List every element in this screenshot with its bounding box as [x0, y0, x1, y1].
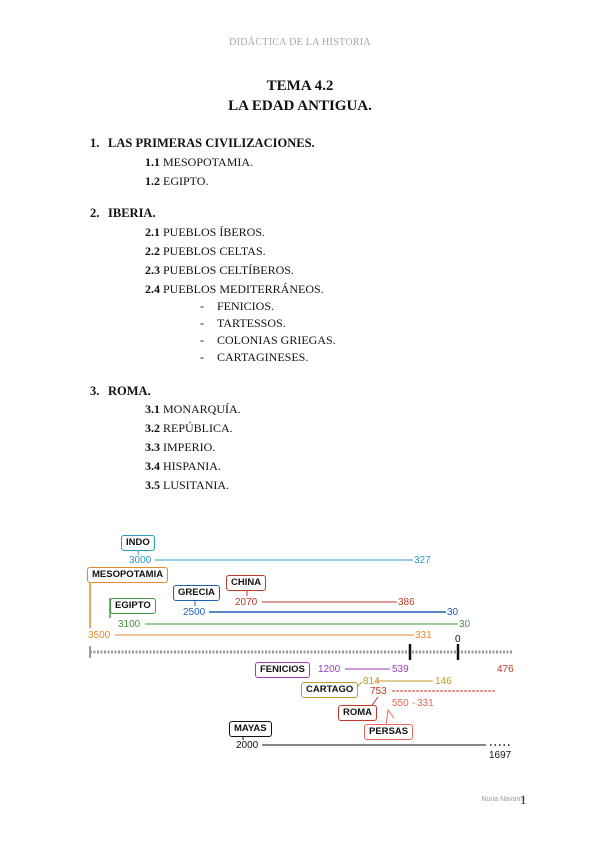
footer-author: Nuria Navarro	[481, 796, 525, 803]
civ-label-roma: ROMA	[338, 705, 378, 721]
subsection-item: 2.4 PUEBLOS MEDITERRÁNEOS.	[145, 282, 324, 296]
subsection-item: 2.3 PUEBLOS CELTÍBEROS.	[145, 263, 294, 277]
year-end-egipto: 30	[459, 619, 471, 630]
year-start-mayas: 2000	[236, 740, 259, 751]
year-end-fenicios: 539	[392, 664, 409, 675]
section-heading: 2.IBERIA.	[90, 206, 156, 220]
dash-item: -TARTESSOS.	[200, 316, 286, 330]
year-start-roma: 753	[370, 686, 387, 697]
dash-item: -COLONIAS GRIEGAS.	[200, 333, 336, 347]
year-end-cartago: 146	[435, 676, 452, 687]
subsection-item: 3.4 HISPANIA.	[145, 459, 221, 473]
civ-label-indo: INDO	[121, 535, 155, 551]
subsection-item: 3.3 IMPERIO.	[145, 440, 216, 454]
subsection-item: 1.2 EGIPTO.	[145, 174, 209, 188]
year-end-indo: 327	[414, 555, 431, 566]
subsection-item: 3.5 LUSITANIA.	[145, 478, 230, 492]
civ-label-mayas: MAYAS	[229, 721, 272, 737]
page-number: 1	[520, 792, 527, 807]
section-heading: 1.LAS PRIMERAS CIVILIZACIONES.	[90, 136, 315, 150]
civ-label-egipto: EGIPTO	[110, 598, 156, 614]
year-start-china: 2070	[235, 597, 258, 608]
dash-item: -FENICIOS.	[200, 299, 275, 313]
subsection-item: 2.2 PUEBLOS CELTAS.	[145, 244, 266, 258]
dash-item: -CARTAGINESES.	[200, 350, 309, 364]
year-end-mayas: 1697	[489, 750, 512, 761]
zero-label: 0	[455, 634, 461, 645]
year-start-grecia: 2500	[183, 607, 206, 618]
year-start-fenicios: 1200	[318, 664, 341, 675]
civ-label-persas: PERSAS	[364, 724, 414, 740]
civ-label-grecia: GRECIA	[173, 585, 220, 601]
year-persas-end: 331	[417, 698, 434, 709]
civ-label-mesopotamia: MESOPOTAMIA	[87, 567, 169, 583]
year-start-egipto: 3100	[118, 619, 141, 630]
subsection-item: 1.1 MESOPOTAMIA.	[145, 155, 254, 169]
persas-connector	[385, 708, 395, 726]
year-end-mesopotamia: 331	[415, 630, 432, 641]
year-persas-dash: -	[412, 698, 416, 709]
section-heading: 3.ROMA.	[90, 384, 151, 398]
page-title-number: TEMA 4.2	[266, 78, 334, 94]
year-end-roma: 476	[497, 664, 514, 675]
year-start-mesopotamia: 3500	[88, 630, 111, 641]
year-start-indo: 3000	[129, 555, 152, 566]
civ-label-china: CHINA	[226, 575, 267, 591]
page-title: LA EDAD ANTIGUA.	[228, 98, 372, 114]
subsection-item: 3.1 MONARQUÍA.	[145, 402, 241, 416]
subsection-item: 2.1 PUEBLOS ÍBEROS.	[145, 225, 266, 239]
civ-label-cartago: CARTAGO	[301, 682, 359, 698]
year-end-grecia: 30	[447, 607, 459, 618]
year-end-china: 386	[398, 597, 415, 608]
civ-label-fenicios: FENICIOS	[255, 662, 310, 678]
year-start-cartago: 814	[363, 676, 380, 687]
running-header: DIDÁCTICA DE LA HISTORIA	[229, 37, 371, 48]
year-persas-start: 550	[392, 698, 409, 709]
subsection-item: 3.2 REPÚBLICA.	[145, 421, 233, 435]
